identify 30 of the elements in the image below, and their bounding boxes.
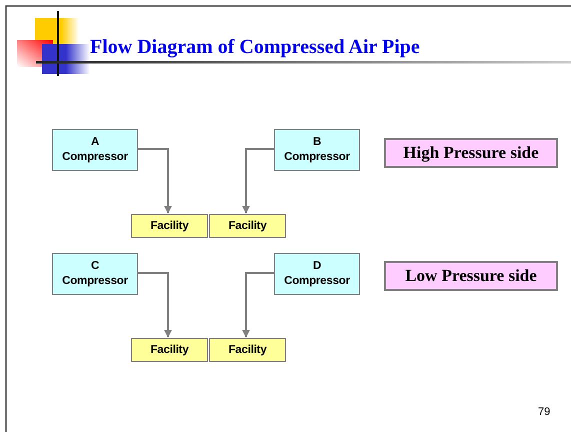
box-text: Compressor xyxy=(284,150,350,165)
arrow xyxy=(138,272,172,338)
box-text: Low Pressure side xyxy=(405,266,537,286)
process-box xyxy=(131,214,208,238)
box-text: Facility xyxy=(150,218,189,234)
process-box xyxy=(131,338,208,362)
arrow xyxy=(242,272,274,338)
arrow xyxy=(138,148,172,214)
box-text: Facility xyxy=(228,218,267,234)
process-box xyxy=(52,253,138,295)
title: Flow Diagram of Compressed Air Pipe xyxy=(90,36,420,59)
box-text: Compressor xyxy=(62,274,128,289)
arrow xyxy=(242,148,274,214)
process-box xyxy=(274,129,360,171)
box-text: C xyxy=(90,259,100,274)
process-box xyxy=(209,214,286,238)
box-text: Compressor xyxy=(284,274,350,289)
box-text: D xyxy=(312,259,322,274)
box-text: Facility xyxy=(228,342,267,358)
process-box xyxy=(52,129,138,171)
page-number: 79 xyxy=(538,406,550,418)
box-text: Facility xyxy=(150,342,189,358)
pressure-side-box xyxy=(384,261,558,291)
box-text: High Pressure side xyxy=(403,143,539,163)
pressure-side-box xyxy=(384,138,558,168)
box-text: Compressor xyxy=(62,150,128,165)
process-box xyxy=(274,253,360,295)
process-box xyxy=(209,338,286,362)
box-text: B xyxy=(312,135,322,150)
box-text: A xyxy=(90,135,100,150)
